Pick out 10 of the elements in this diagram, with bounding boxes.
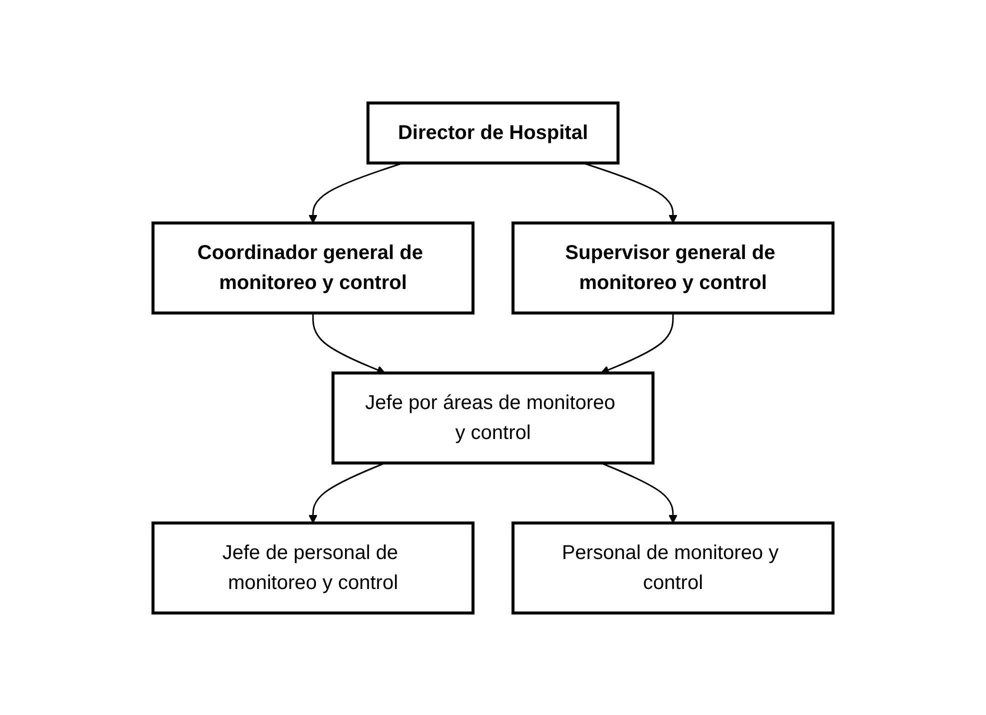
arrow: [308, 462, 386, 523]
node-box: Supervisor general de monitoreo y control: [512, 221, 834, 314]
node-box: Jefe de personal de monitoreo y control: [152, 521, 474, 614]
node-box: Jefe por áreas de monitoreo y control: [332, 371, 654, 464]
node-box: Personal de monitoreo y control: [512, 521, 834, 614]
node-box: Director de Hospital: [366, 101, 620, 164]
node-box: Coordinador general de monitoreo y control: [152, 221, 474, 314]
arrow: [600, 312, 674, 374]
arrow: [312, 312, 386, 374]
arrow: [600, 462, 678, 523]
